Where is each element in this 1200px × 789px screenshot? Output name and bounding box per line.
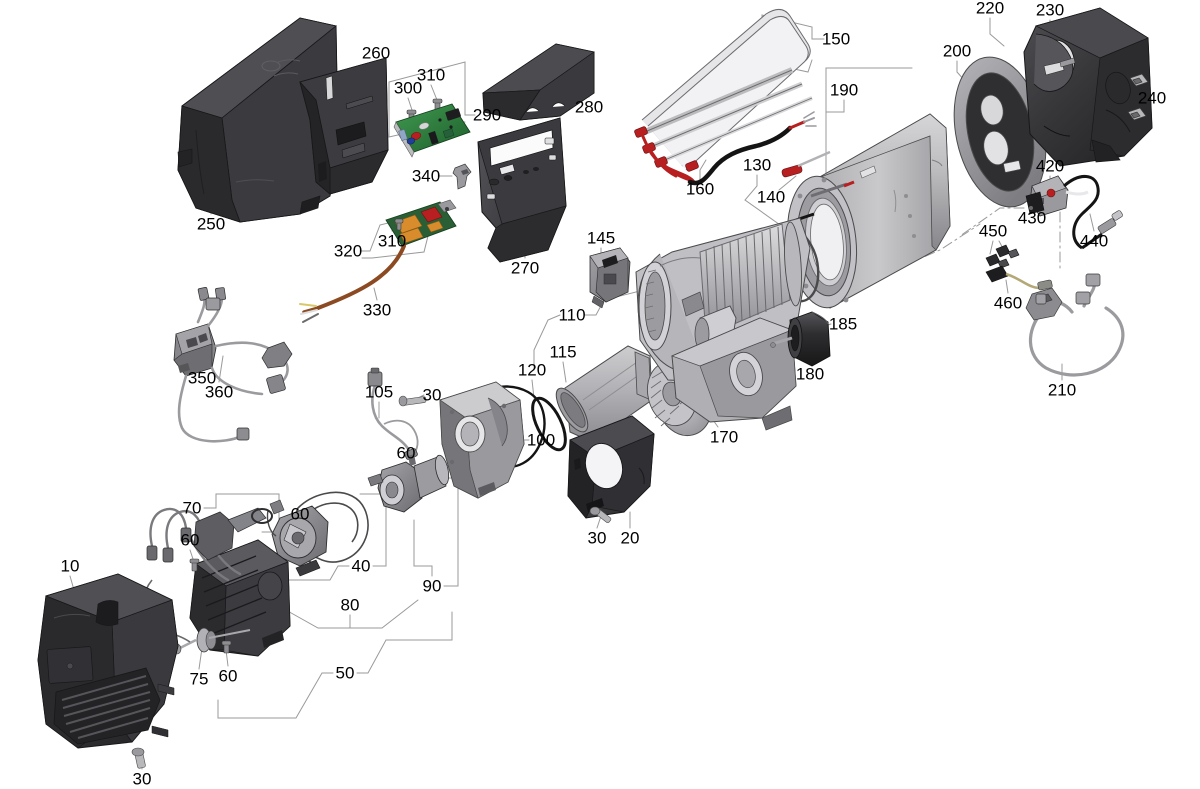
part-360-connectors (197, 287, 293, 441)
part-280-top-cover-cap (481, 43, 595, 121)
part-260-control-panel-frame (299, 57, 389, 195)
callout-label-220: 220 (975, 0, 1005, 18)
callout-label-105: 105 (364, 382, 394, 402)
part-10-fan-cover-shroud (37, 573, 179, 749)
callout-label-450: 450 (978, 221, 1008, 241)
callout-label-90: 90 (422, 576, 442, 596)
part-180-electric-motor (787, 311, 831, 367)
callout-label-60c: 60 (290, 504, 310, 524)
callout-label-10: 10 (60, 556, 80, 576)
callout-label-290: 290 (472, 105, 502, 125)
callout-label-60d: 60 (396, 443, 416, 463)
part-30a-hex-screw (131, 747, 146, 769)
callout-label-340: 340 (411, 166, 441, 186)
callout-label-310a: 310 (416, 65, 446, 85)
part-270-side-panel (477, 117, 567, 263)
part-145-fuel-nozzle-block (589, 247, 631, 309)
callout-label-230: 230 (1035, 0, 1065, 20)
part-80-carburetor-body (266, 499, 329, 577)
callout-label-440: 440 (1079, 231, 1109, 251)
part-440-thermostat-probe-lead (1063, 175, 1123, 250)
part-20-belt-guard-cover (567, 415, 655, 519)
part-30b-hex-screw (589, 506, 612, 524)
part-150-heating-element-rods (638, 9, 813, 171)
part-240-clip-fastener (1127, 73, 1149, 121)
part-330-power-supply-cable (299, 244, 406, 323)
callout-label-460: 460 (993, 293, 1023, 313)
callout-label-270: 270 (510, 258, 540, 278)
part-105-sensor-lead (367, 367, 419, 460)
callout-label-360: 360 (204, 382, 234, 402)
part-160-high-voltage-harness (639, 111, 817, 186)
part-230-rear-cap-bracket (1043, 57, 1076, 76)
part-130-ignition-electrode-set (781, 150, 831, 178)
part-30c-hex-screw (398, 395, 427, 407)
callout-label-430: 430 (1017, 208, 1047, 228)
callout-label-100: 100 (526, 430, 556, 450)
part-60b-screw (221, 640, 232, 654)
callout-label-330: 330 (362, 300, 392, 320)
callout-label-130: 130 (742, 155, 772, 175)
callout-label-200: 200 (942, 41, 972, 61)
callout-label-210: 210 (1047, 380, 1077, 400)
callout-label-320: 320 (333, 241, 363, 261)
part-250-outer-barrel-cowling (177, 17, 339, 223)
part-340-cable-clamp (452, 163, 472, 190)
callout-label-250: 250 (196, 214, 226, 234)
callout-label-110: 110 (558, 305, 586, 325)
part-430-switch-bracket (1025, 191, 1045, 215)
callout-label-145: 145 (586, 228, 616, 248)
callout-label-260: 260 (361, 43, 391, 63)
part-185-motor-shaft (770, 336, 793, 348)
part-460-ground-lead (985, 265, 1053, 291)
callout-label-70: 70 (182, 498, 202, 518)
callout-label-350: 350 (187, 368, 217, 388)
part-110-combustion-tube-assembly (635, 217, 811, 431)
callout-label-420: 420 (1035, 156, 1065, 176)
callout-label-30b: 30 (587, 528, 607, 548)
callout-label-30a: 30 (132, 769, 152, 789)
part-90-fan-housing (439, 381, 525, 499)
part-70-coil-terminals (146, 527, 192, 563)
callout-label-300: 300 (393, 78, 423, 98)
callout-label-50: 50 (335, 663, 355, 683)
part-220-rear-end-cap (1023, 7, 1153, 167)
callout-label-60a: 60 (180, 530, 200, 550)
callout-label-140: 140 (756, 187, 786, 207)
part-450-terminal-connector-set (985, 244, 1020, 269)
part-80-carburetor-assembly (367, 454, 450, 513)
part-210-connectors (1025, 273, 1101, 321)
part-200-end-flange-ring (953, 56, 1047, 208)
part-420-limit-switch (1029, 175, 1069, 217)
part-320-power-pcb (385, 199, 457, 247)
callout-label-120: 120 (517, 360, 547, 380)
callout-label-40: 40 (351, 556, 371, 576)
callout-label-75: 75 (189, 669, 209, 689)
part-350-switch-connector-block (173, 323, 217, 377)
callout-label-180: 180 (795, 364, 825, 384)
callout-label-30c: 30 (422, 385, 442, 405)
callout-label-185: 185 (828, 314, 858, 334)
callout-label-115: 115 (549, 342, 577, 362)
part-290-control-pcb (393, 103, 471, 158)
callout-label-240: 240 (1137, 88, 1167, 108)
callout-label-20: 20 (620, 528, 640, 548)
part-190-burner-drum-housing (786, 113, 951, 309)
callout-label-160: 160 (685, 179, 715, 199)
part-60a-screw (189, 558, 200, 572)
callout-label-190: 190 (829, 80, 859, 100)
callout-label-310b: 310 (377, 231, 407, 251)
callout-label-60b: 60 (218, 666, 238, 686)
callout-label-280: 280 (574, 97, 604, 117)
callout-label-80: 80 (340, 595, 360, 615)
callout-label-150: 150 (821, 29, 851, 49)
part-310b-pcb-mounting-screw (394, 218, 404, 231)
callout-label-170: 170 (709, 427, 739, 447)
part-70-coil-body (193, 507, 273, 561)
